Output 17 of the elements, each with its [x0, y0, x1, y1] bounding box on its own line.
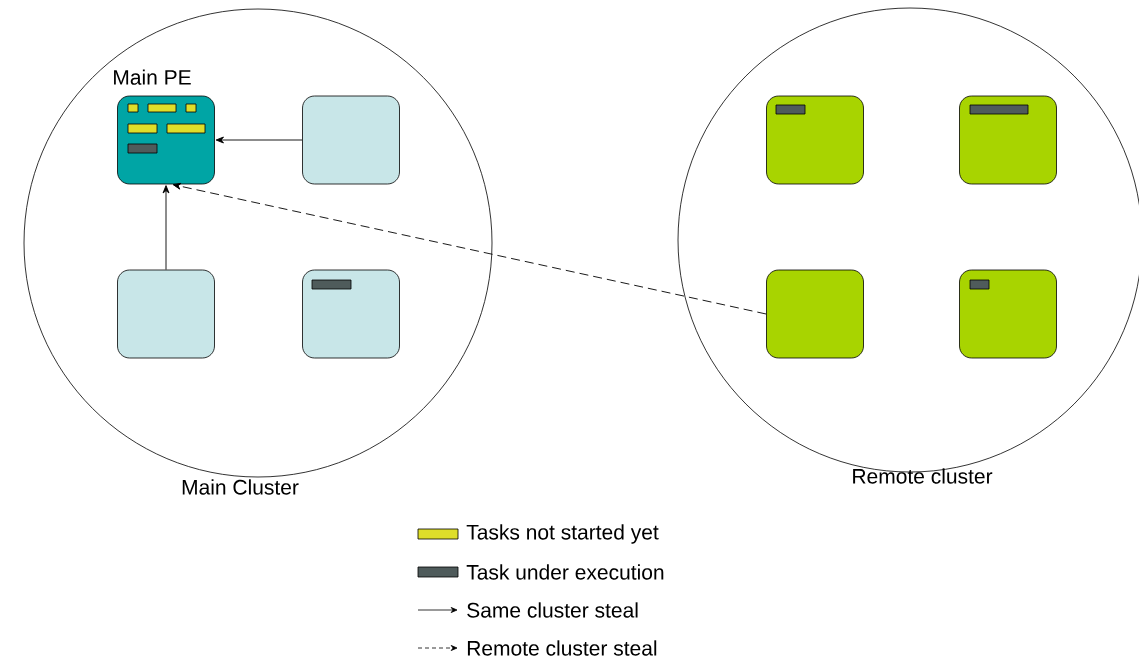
- legend-text: Tasks not started yet: [466, 524, 659, 544]
- processor-box: [766, 269, 864, 359]
- processor-box: [302, 269, 400, 359]
- arrow: [172, 182, 767, 315]
- box-heading: Main PE: [114, 69, 191, 85]
- processor-box: [302, 95, 400, 185]
- processor-box: [117, 269, 215, 359]
- cluster-label: Main Cluster: [182, 479, 299, 495]
- legend-text: Same cluster steal: [467, 602, 638, 618]
- processor-box: [959, 95, 1057, 185]
- arrow: [215, 136, 303, 144]
- arrow: [162, 185, 170, 271]
- cluster-label: Remote cluster: [853, 468, 993, 484]
- processor-box: [766, 95, 864, 185]
- processor-box: [959, 269, 1057, 359]
- legend-text: Remote cluster steal: [467, 640, 657, 656]
- legend-text: Task under execution: [466, 564, 664, 580]
